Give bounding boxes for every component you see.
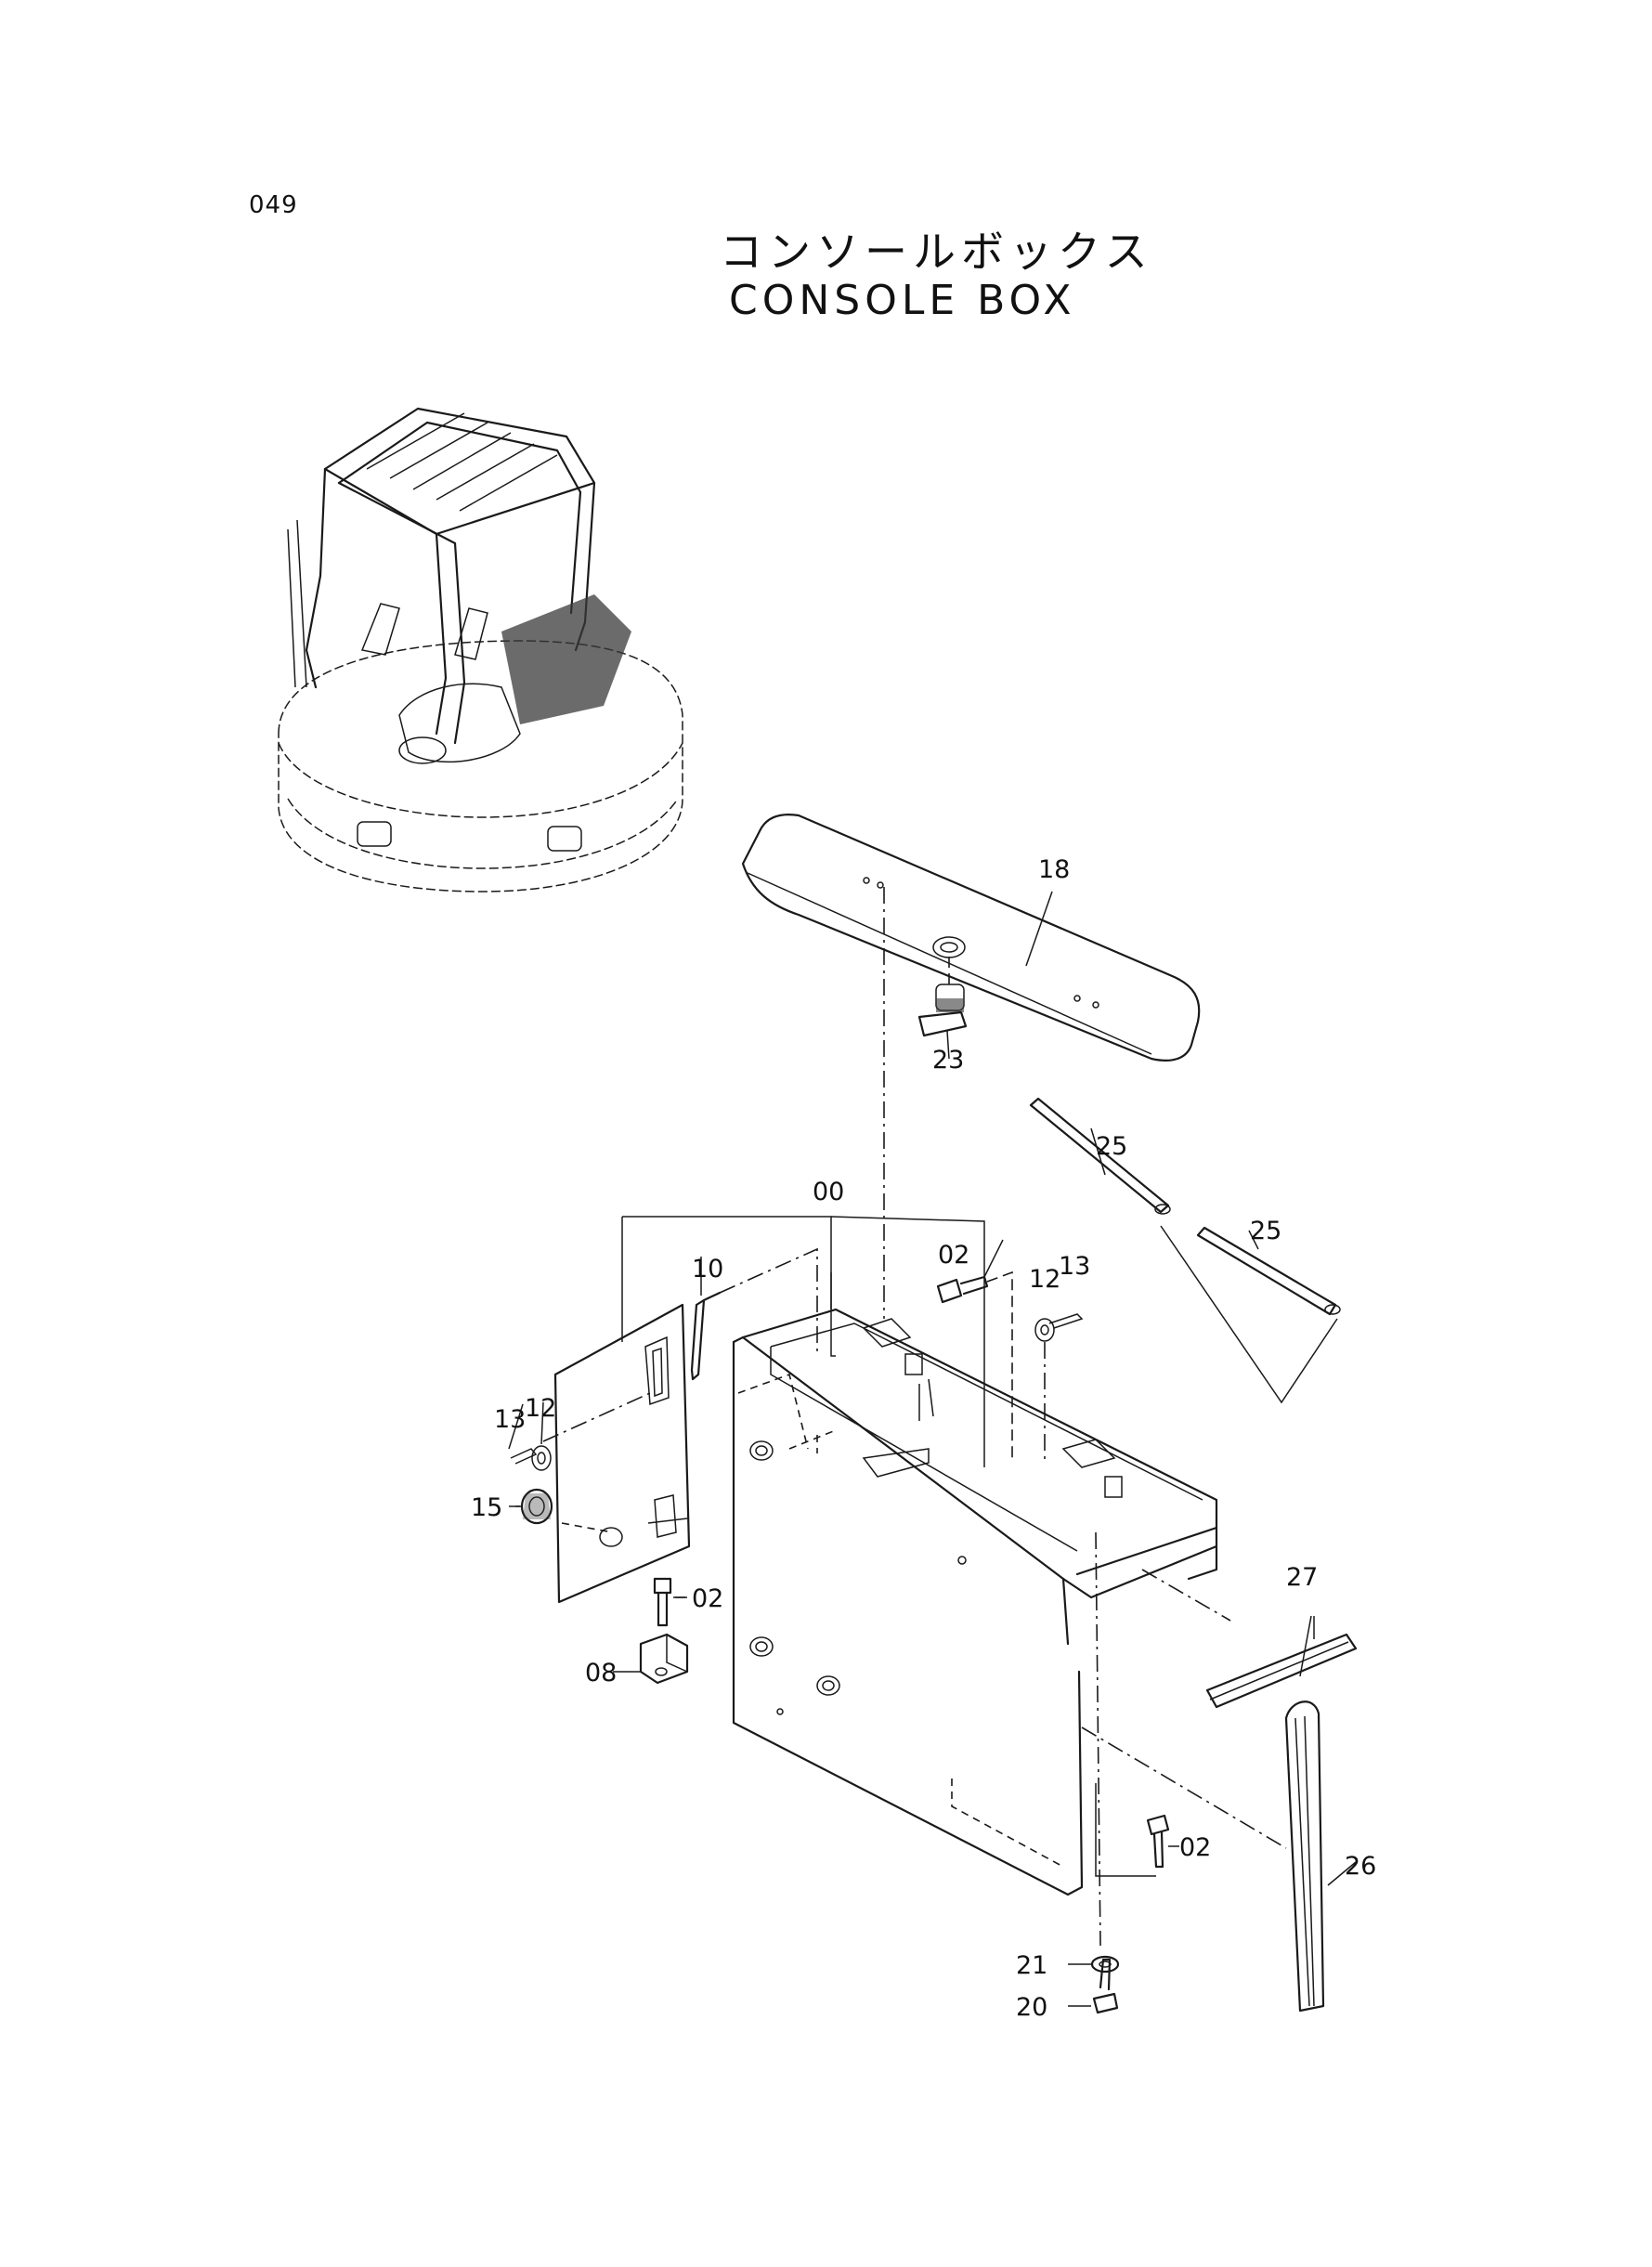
label-12-left: 12 [525,1394,556,1423]
label-00: 00 [813,1178,844,1206]
bolt-part-02-upper [936,1270,1013,1458]
label-26: 26 [1345,1852,1376,1881]
bolt-part-02-mid [653,1577,672,1627]
clip-part-13-right [1048,1313,1084,1329]
label-27: 27 [1286,1563,1318,1592]
rubber-bar-part-25a [1029,1097,1171,1215]
label-20: 20 [1016,1993,1047,2022]
console-box-body [732,1308,1218,1896]
label-13-left: 13 [494,1405,526,1434]
console-cover-part-18 [741,814,1201,1062]
label-10: 10 [692,1255,723,1283]
clip-part-13-left [510,1448,538,1465]
label-08: 08 [585,1659,617,1687]
bolt-part-02-lower [1146,1814,1170,1869]
bolt-part-20 [1092,1958,1119,2014]
label-23: 23 [932,1046,964,1075]
label-13-right: 13 [1059,1252,1090,1281]
title-english: CONSOLE BOX [729,277,1076,324]
bracket-part-08 [639,1633,689,1685]
label-25-lower: 25 [1250,1217,1281,1245]
label-18: 18 [1038,855,1070,884]
label-12-right: 12 [1029,1265,1060,1294]
excavator-overview-illustration [278,407,683,892]
rubber-bar-part-25b [1196,1226,1341,1316]
washer-part-12-right [1034,1318,1055,1342]
label-15: 15 [471,1493,502,1522]
washer-part-21 [1090,1955,1120,1974]
seal-part-26 [1284,1700,1325,2013]
title-japanese: コンソールボックス [720,227,1153,277]
plate-assy-part-00 [542,1303,691,1604]
label-02-upper: 02 [938,1241,969,1270]
label-02-lower: 02 [1179,1833,1211,1862]
lock-part-23 [917,984,968,1037]
rod-part-10 [690,1247,818,1381]
seal-part-27 [1205,1633,1358,1709]
page-number: 049 [249,191,298,219]
washer-part-12-left [531,1445,552,1471]
label-21: 21 [1016,1951,1047,1980]
grommet-part-15 [520,1488,553,1525]
label-25-upper: 25 [1096,1132,1127,1161]
label-02-mid: 02 [692,1584,723,1613]
